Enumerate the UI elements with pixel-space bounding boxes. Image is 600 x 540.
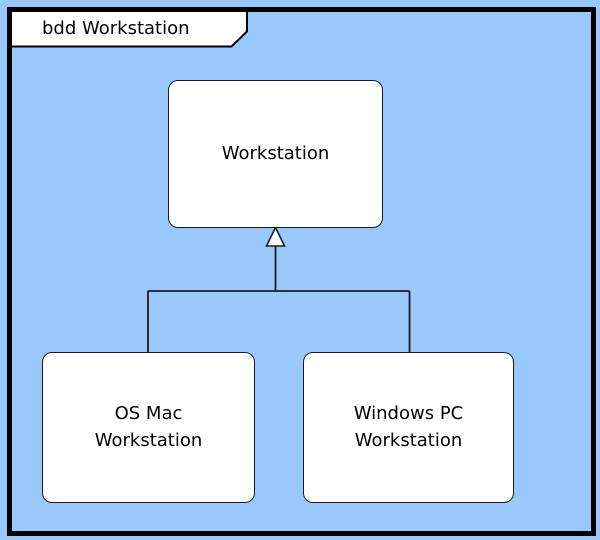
frame-label-tab — [10, 10, 248, 48]
block-windows-pc-workstation[interactable]: Windows PC Workstation — [303, 352, 514, 503]
block-windows-pc-workstation-label: Windows PC Workstation — [353, 403, 464, 451]
diagram-frame-border — [7, 7, 596, 536]
block-workstation[interactable]: Workstation — [168, 80, 383, 228]
inheritance-triangle-icon — [265, 225, 286, 247]
block-os-mac-workstation[interactable]: OS Mac Workstation — [42, 352, 255, 503]
block-os-mac-workstation-label: OS Mac Workstation — [94, 403, 203, 451]
frame-label: bdd Workstation — [42, 18, 190, 39]
block-workstation-label: Workstation — [221, 142, 330, 164]
generalization-connector-lines[interactable] — [147, 245, 411, 353]
